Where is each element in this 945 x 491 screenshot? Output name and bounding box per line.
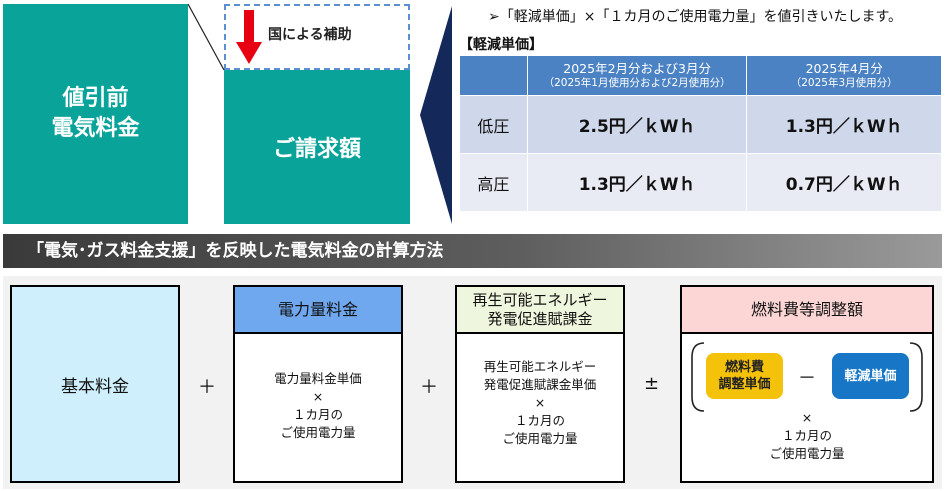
column-header: 2025年2月分および3月分 （2025年1月使用分および2月使用分） xyxy=(526,55,748,96)
billed-amount-label: ご請求額 xyxy=(272,137,361,162)
renewable-surcharge-formula: 再生可能エネルギー 発電促進賦課金単価 × １カ月の ご使用電力量 xyxy=(483,359,597,446)
fuel-adjustment-header: 燃料費等調整額 xyxy=(682,287,932,334)
reduction-unit-price-pill: 軽減単価 xyxy=(832,353,909,399)
connector-line xyxy=(188,4,225,71)
column-header: 2025年4月分 （2025年3月使用分） xyxy=(746,55,942,96)
subsidy-dashed-box xyxy=(224,4,410,70)
billed-amount-block: ご請求額 xyxy=(224,70,410,224)
renewable-surcharge-box: 再生可能エネルギー 発電促進賦課金 再生可能エネルギー 発電促進賦課金単価 × … xyxy=(455,285,625,483)
plus-operator: ＋ xyxy=(420,377,438,398)
energy-charge-header: 電力量料金 xyxy=(235,287,401,334)
base-charge-label: 基本料金 xyxy=(61,376,129,397)
subsidy-label: 国による補助 xyxy=(268,27,352,43)
before-discount-bill-block: 値引前 電気料金 xyxy=(3,4,188,224)
parentheses-bracket xyxy=(691,342,923,412)
before-discount-label: 値引前 電気料金 xyxy=(51,86,140,141)
plus-minus-operator: ± xyxy=(644,373,660,394)
base-charge-box: 基本料金 xyxy=(10,285,180,483)
discount-note: ➢「軽減単価」×「１カ月のご使用電力量」を値引きいたします。 xyxy=(488,9,903,25)
row-label: 高圧 xyxy=(459,153,528,212)
table-corner xyxy=(459,55,528,96)
table-row: 低圧 2.5円／ｋWｈ 1.3円／ｋWｈ xyxy=(459,95,942,154)
rate-cell: 0.7円／ｋWｈ xyxy=(746,153,942,212)
down-arrow-icon xyxy=(236,10,262,64)
reduction-rate-table: 2025年2月分および3月分 （2025年1月使用分および2月使用分） 2025… xyxy=(459,55,942,212)
row-label: 低圧 xyxy=(459,95,528,154)
table-row: 高圧 1.3円／ｋWｈ 0.7円／ｋWｈ xyxy=(459,153,942,212)
rate-cell: 2.5円／ｋWｈ xyxy=(526,95,748,154)
energy-charge-formula: 電力量料金単価 × １カ月の ご使用電力量 xyxy=(274,371,362,440)
energy-charge-box: 電力量料金 電力量料金単価 × １カ月の ご使用電力量 xyxy=(233,285,403,483)
renewable-surcharge-header: 再生可能エネルギー 発電促進賦課金 xyxy=(457,287,623,334)
minus-operator: － xyxy=(798,368,816,389)
fuel-unit-price-pill: 燃料費 調整単価 xyxy=(706,353,783,399)
rate-cell: 1.3円／ｋWｈ xyxy=(526,153,748,212)
fuel-adjustment-formula: × １カ月の ご使用電力量 xyxy=(769,410,845,461)
section-banner: 「電気･ガス料金支援」を反映した電気料金の計算方法 xyxy=(3,234,942,268)
rate-cell: 1.3円／ｋWｈ xyxy=(746,95,942,154)
plus-operator: ＋ xyxy=(198,377,216,398)
rate-table-title: 【軽減単価】 xyxy=(459,37,543,53)
pointer-triangle-icon xyxy=(420,6,452,224)
